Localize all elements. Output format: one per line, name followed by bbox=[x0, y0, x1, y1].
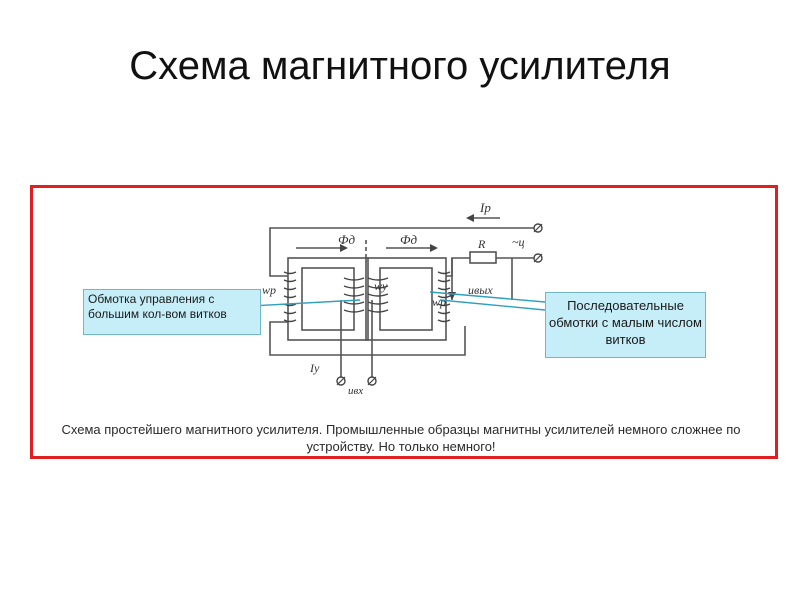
callout-right-connector-2 bbox=[439, 299, 546, 311]
terminal-input-left-slash bbox=[336, 376, 346, 386]
callout-control-winding: Обмотка управления с большим кол-вом вит… bbox=[83, 289, 261, 335]
callout-series-windings: Последовательные обмотки с малым числом … bbox=[545, 292, 706, 358]
left-winding-coil bbox=[283, 271, 297, 323]
right-core-window bbox=[379, 267, 433, 331]
center-winding-coil bbox=[343, 277, 389, 313]
resistor bbox=[469, 251, 497, 264]
slide-title: Схема магнитного усилителя bbox=[129, 44, 671, 88]
right-winding-lead bbox=[446, 257, 470, 277]
label-winding-right: wр bbox=[432, 295, 446, 309]
label-control-current: Iу bbox=[309, 361, 320, 375]
label-output-voltage: uвых bbox=[468, 283, 493, 297]
terminal-mid-slash bbox=[533, 253, 543, 263]
terminal-top-slash bbox=[533, 223, 543, 233]
flux-arrowhead-left bbox=[340, 244, 348, 252]
figure-caption: Схема простейшего магнитного усилителя. … bbox=[61, 422, 741, 454]
left-core-window bbox=[301, 267, 355, 331]
label-input-voltage: uвх bbox=[348, 385, 363, 397]
label-resistor: R bbox=[477, 237, 486, 251]
callout-right-connector-1 bbox=[429, 291, 546, 303]
current-arrowhead bbox=[466, 214, 474, 222]
top-wire bbox=[269, 227, 535, 277]
label-flux-left: Фд bbox=[338, 232, 355, 247]
label-winding-left: wр bbox=[262, 283, 276, 297]
right-winding-coil bbox=[437, 271, 451, 323]
bottom-wire bbox=[269, 321, 466, 356]
label-flux-right: Фд bbox=[400, 232, 417, 247]
label-current-p: Iр bbox=[479, 200, 491, 215]
left-core-outline bbox=[287, 257, 369, 341]
flux-arrowhead-right bbox=[430, 244, 438, 252]
label-winding-center: wу bbox=[374, 279, 388, 293]
terminal-input-right-slash bbox=[367, 376, 377, 386]
label-ac-source: ~ц bbox=[512, 235, 525, 249]
right-core-outline bbox=[365, 257, 447, 341]
callout-left-connector bbox=[250, 299, 361, 307]
